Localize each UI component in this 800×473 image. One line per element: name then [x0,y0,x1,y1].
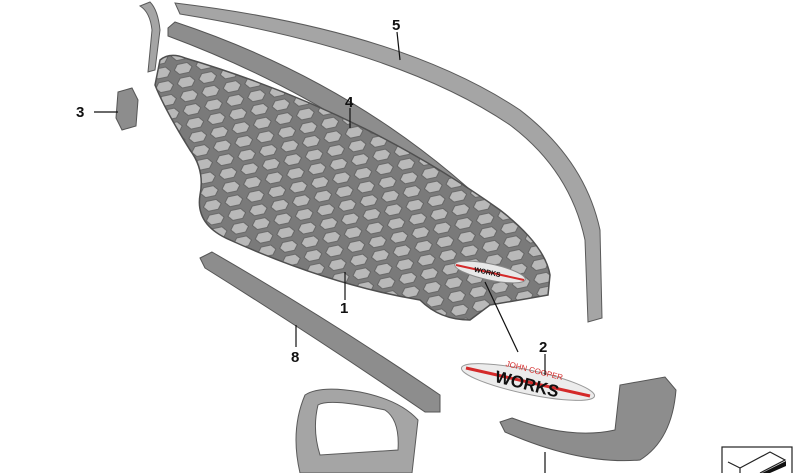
bracket-part[interactable] [295,388,419,473]
callout-4: 4 [345,94,354,111]
badge-on-grille: WORKS [454,260,526,284]
callout-1: 1 [340,300,348,317]
leader-5 [396,31,401,61]
part-5-trim-strip[interactable] [138,1,603,323]
lower-right-trim[interactable] [499,376,677,462]
callout-3: 3 [76,104,84,121]
part-1-grille[interactable] [154,54,551,321]
part-8-lower-strip[interactable] [199,251,441,413]
part-3-clip[interactable] [115,87,139,131]
callout-2: 2 [539,339,547,356]
callout-8: 8 [291,349,299,366]
diagram-corner-icon [721,446,793,473]
part-2-badge[interactable]: JOHN COOPER WORKS [459,356,597,408]
callout-5: 5 [392,17,400,34]
leader-badge [484,281,519,353]
